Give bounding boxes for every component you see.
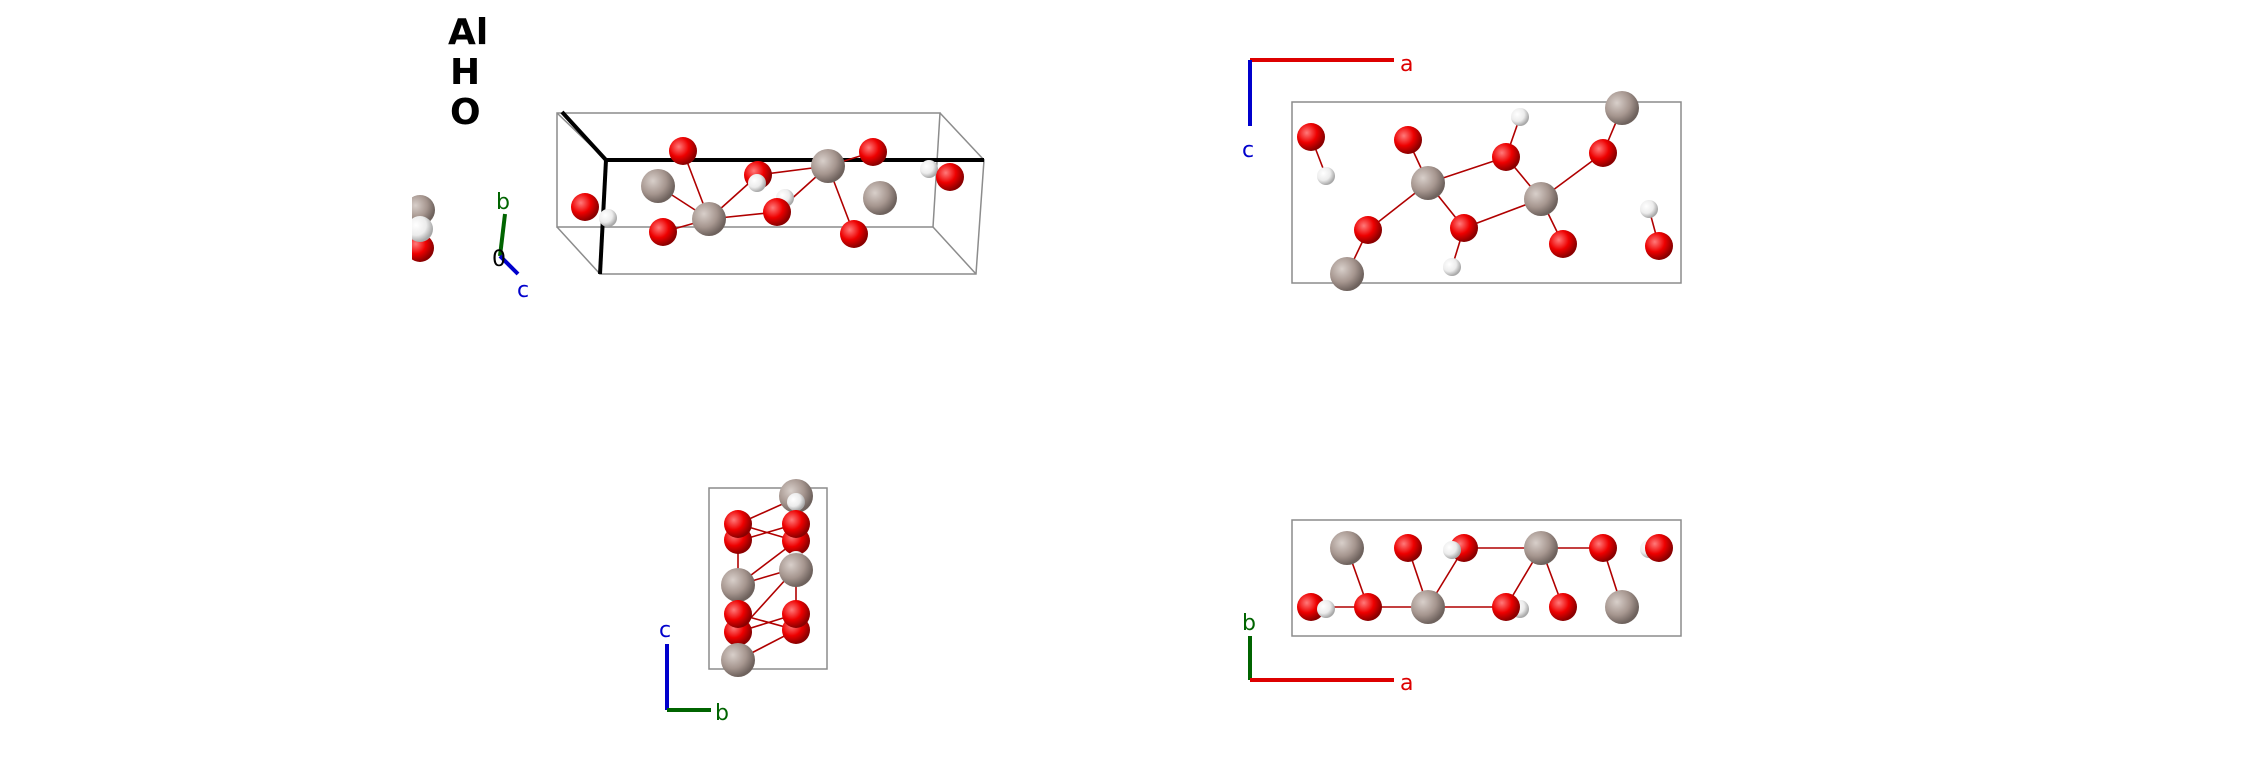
atom-o	[1354, 593, 1382, 621]
atom-al	[405, 195, 435, 225]
atom-o	[1549, 230, 1577, 258]
atom-h	[599, 209, 617, 227]
atom-o	[1297, 123, 1325, 151]
atom-al	[1330, 257, 1364, 291]
atom-o	[1492, 143, 1520, 171]
atom-al	[1330, 531, 1364, 565]
a-axis-label: a	[1400, 52, 1413, 77]
b-axis	[498, 213, 507, 257]
atom-al	[863, 181, 897, 215]
atom-al	[1524, 531, 1558, 565]
atom-o	[669, 137, 697, 165]
atoms	[1297, 91, 1673, 291]
atom-o	[649, 218, 677, 246]
atom-h	[1317, 167, 1335, 185]
atom-h	[787, 493, 805, 511]
atom-h	[1443, 258, 1461, 276]
atom-al	[692, 202, 726, 236]
perspective-view: b c 0	[400, 110, 985, 303]
atom-al	[1411, 590, 1445, 624]
atom-h	[1317, 600, 1335, 618]
atom-al	[1411, 166, 1445, 200]
b-axis-label: b	[1242, 611, 1256, 636]
axis-triad: c b	[659, 618, 729, 726]
atom-o	[1394, 126, 1422, 154]
bonds	[1310, 107, 1660, 275]
atoms	[1297, 531, 1673, 624]
unit-cell	[1291, 101, 1682, 284]
c-axis-label: c	[1242, 138, 1254, 163]
c-axis-label: c	[517, 278, 529, 303]
a-axis-label: a	[1400, 671, 1413, 696]
edge-atoms	[400, 190, 435, 270]
atom-o	[782, 600, 810, 628]
atom-al	[1605, 590, 1639, 624]
axis-triad: b c 0	[492, 190, 529, 303]
atom-o	[724, 510, 752, 538]
atom-o	[1549, 593, 1577, 621]
cell-axes-edges	[560, 110, 984, 275]
atom-al	[721, 643, 755, 677]
bc-projection-view: c b	[659, 479, 828, 726]
atom-o	[840, 220, 868, 248]
atom-o	[1297, 593, 1325, 621]
atom-al	[1605, 91, 1639, 125]
axis-triad: a c	[1242, 52, 1413, 163]
atom-h	[1443, 541, 1461, 559]
atom-al	[779, 553, 813, 587]
b-axis-label: b	[496, 190, 510, 215]
unit-cell	[556, 112, 985, 275]
c-axis-label: c	[659, 618, 671, 643]
legend-al: Al	[448, 12, 488, 53]
atom-h	[407, 216, 433, 242]
element-legend: Al H O	[448, 12, 488, 133]
atom-al	[641, 169, 675, 203]
atom-h	[920, 160, 938, 178]
unit-cell	[708, 487, 828, 670]
atom-h	[748, 174, 766, 192]
atom-o	[859, 138, 887, 166]
atom-o	[1589, 534, 1617, 562]
legend-h: H	[450, 52, 480, 93]
atom-o	[1589, 139, 1617, 167]
atoms	[721, 479, 813, 677]
atom-o	[782, 510, 810, 538]
atom-h	[1640, 200, 1658, 218]
axis-triad: b a	[1242, 611, 1413, 696]
b-axis-label: b	[715, 701, 729, 726]
unit-cell	[1291, 519, 1682, 637]
atom-o	[1492, 593, 1520, 621]
ac-projection-view: a c	[1242, 52, 1682, 291]
atom-al	[721, 568, 755, 602]
legend-o: O	[450, 92, 481, 133]
atom-o	[406, 234, 434, 262]
ab-projection-view: b a	[1242, 519, 1682, 696]
atom-o	[1645, 534, 1673, 562]
atom-o	[1645, 232, 1673, 260]
atom-al	[1524, 182, 1558, 216]
atoms	[571, 137, 964, 248]
atom-h	[1511, 108, 1529, 126]
origin-label: 0	[492, 247, 506, 272]
atom-o	[1394, 534, 1422, 562]
atom-o	[936, 163, 964, 191]
atom-o	[1450, 214, 1478, 242]
atom-o	[571, 193, 599, 221]
atom-o	[1354, 216, 1382, 244]
atom-o	[724, 600, 752, 628]
c-axis	[498, 254, 520, 276]
atom-al	[811, 149, 845, 183]
atom-o	[763, 198, 791, 226]
